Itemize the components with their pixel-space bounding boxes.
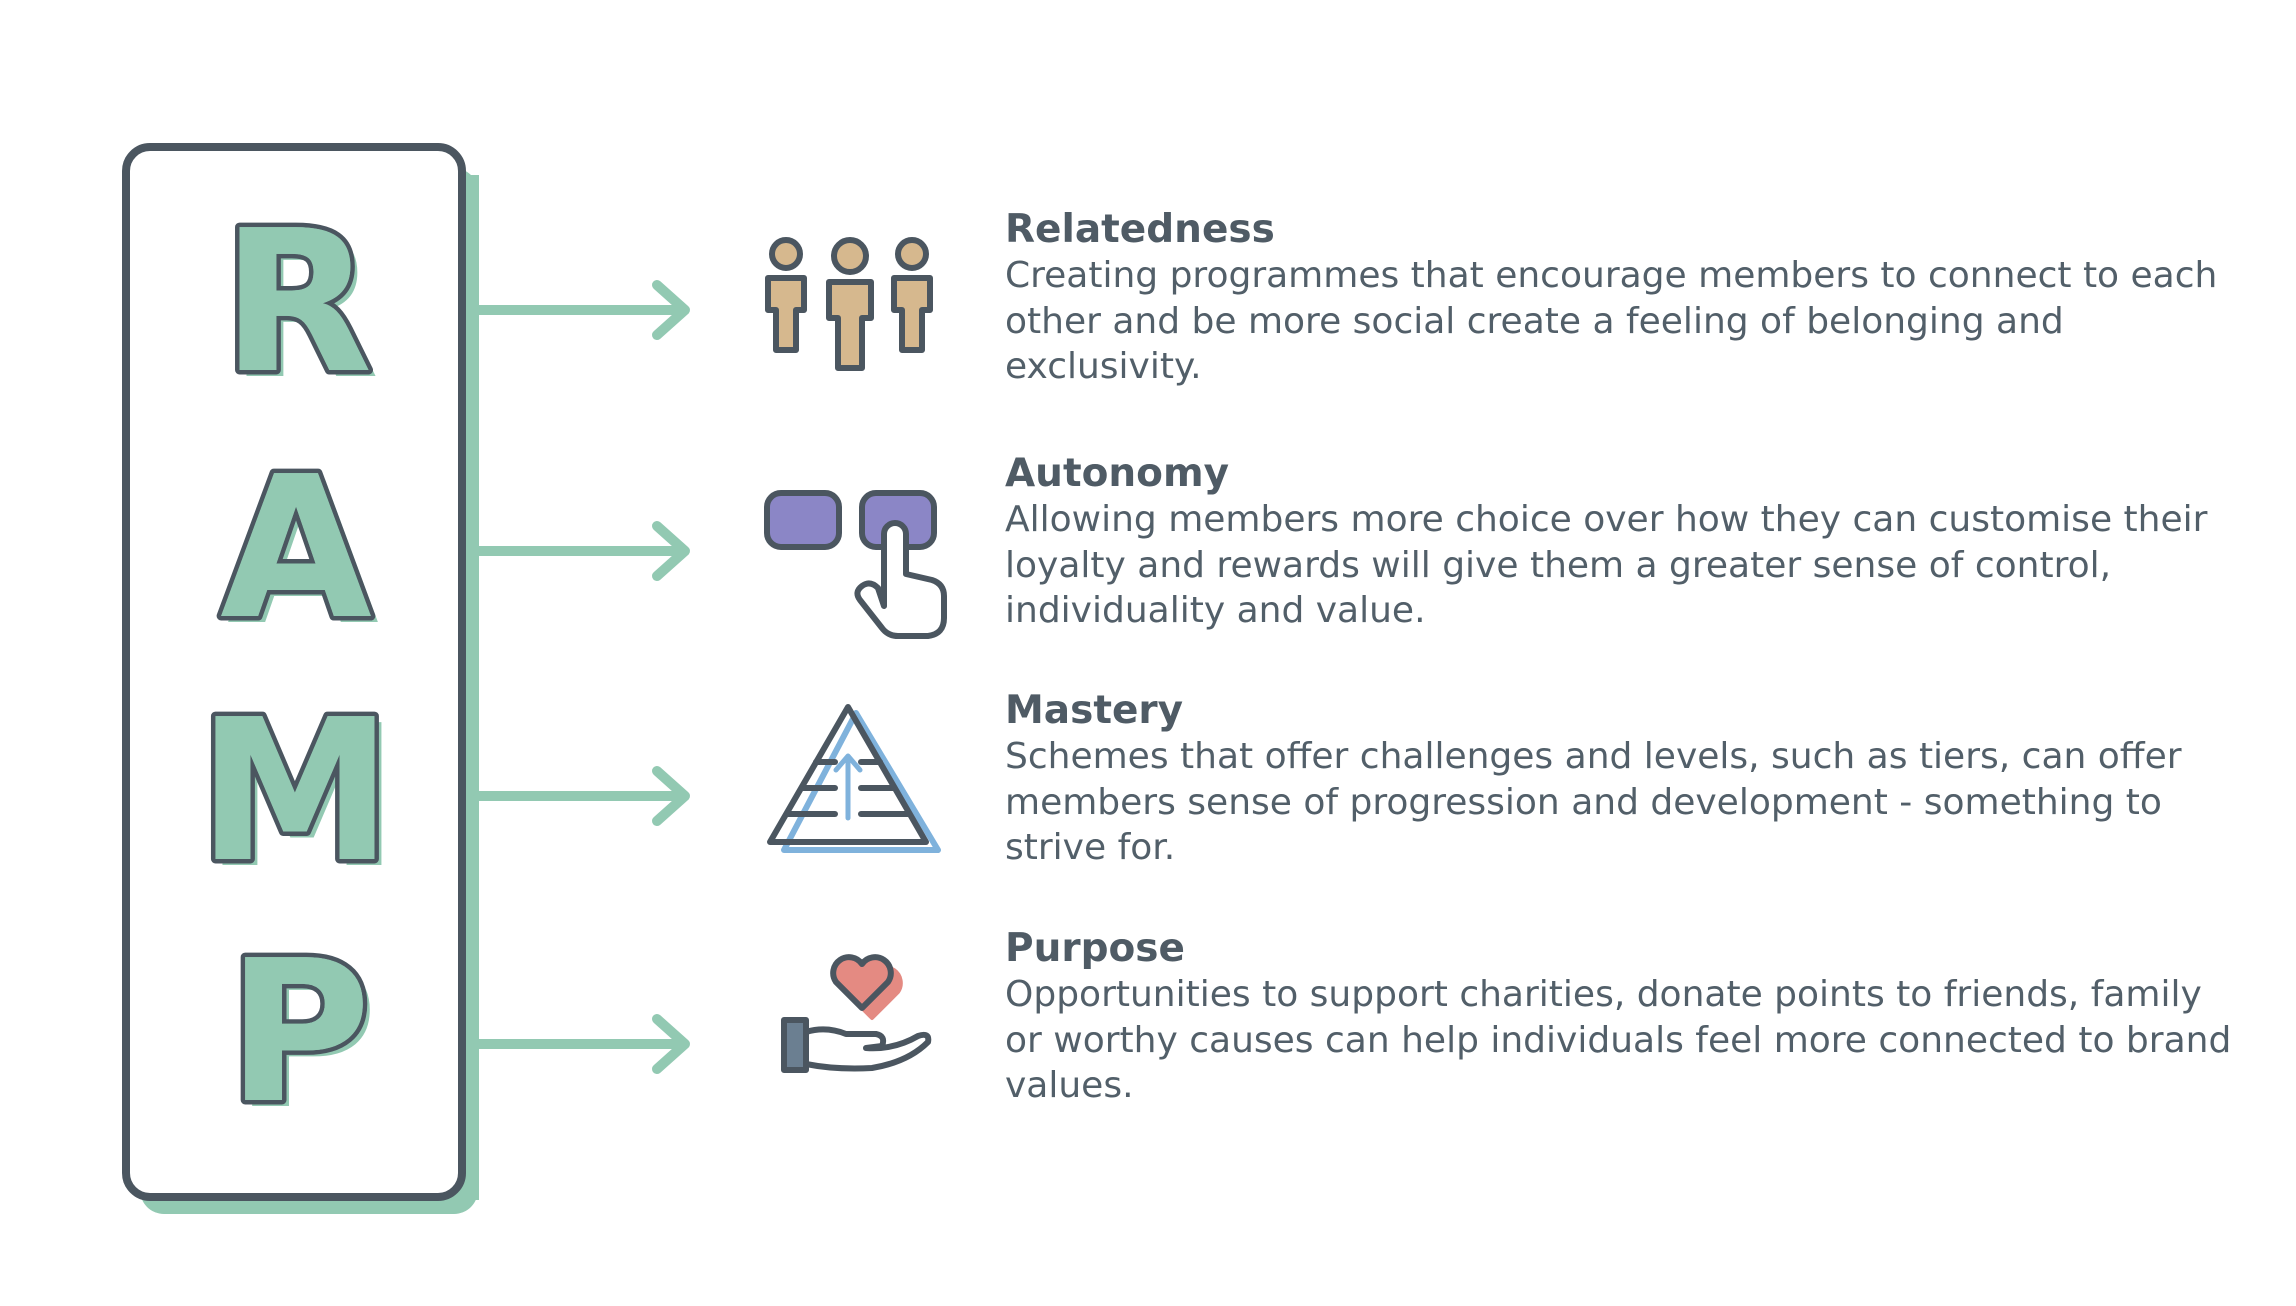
heart-hand-icon — [781, 954, 932, 1073]
item-autonomy: Autonomy Allowing members more choice ov… — [1005, 451, 2245, 634]
letter-a-shadow: A — [227, 441, 379, 669]
letter-m-inner: M — [197, 678, 392, 906]
arrow-autonomy — [473, 521, 690, 581]
pyramid-progress-icon — [767, 704, 941, 853]
item-title: Relatedness — [1005, 207, 1275, 252]
item-title: Mastery — [1005, 688, 1184, 733]
letter-r: R — [222, 189, 373, 417]
item-description: Creating programmes that encourage membe… — [1005, 255, 2218, 387]
letter-m-shadow: M — [204, 684, 399, 912]
item-purpose: Purpose Opportunities to support chariti… — [1005, 926, 2245, 1109]
item-title: Purpose — [1005, 926, 1185, 971]
letter-r-shadow: R — [229, 195, 380, 423]
letter-a-inner: A — [220, 435, 372, 663]
arrow-mastery — [473, 766, 690, 826]
letter-m: M — [197, 678, 392, 906]
item-description: Opportunities to support charities, dona… — [1005, 974, 2232, 1106]
letter-p-shadow: P — [234, 925, 378, 1153]
arrow-purpose — [473, 1014, 690, 1074]
ramp-panel — [122, 143, 466, 1201]
item-mastery: Mastery Schemes that offer challenges an… — [1005, 688, 2245, 871]
letter-p-inner: P — [227, 919, 371, 1147]
item-description: Schemes that offer challenges and levels… — [1005, 736, 2182, 868]
letter-a: A — [220, 435, 372, 663]
letter-p: P — [227, 919, 371, 1147]
choice-buttons-icon — [764, 490, 947, 639]
item-title: Autonomy — [1005, 451, 1230, 496]
letter-r-inner: R — [222, 189, 373, 417]
item-relatedness: Relatedness Creating programmes that enc… — [1005, 207, 2245, 390]
arrow-relatedness — [473, 280, 690, 340]
people-group-icon — [765, 237, 933, 371]
item-description: Allowing members more choice over how th… — [1005, 499, 2208, 631]
